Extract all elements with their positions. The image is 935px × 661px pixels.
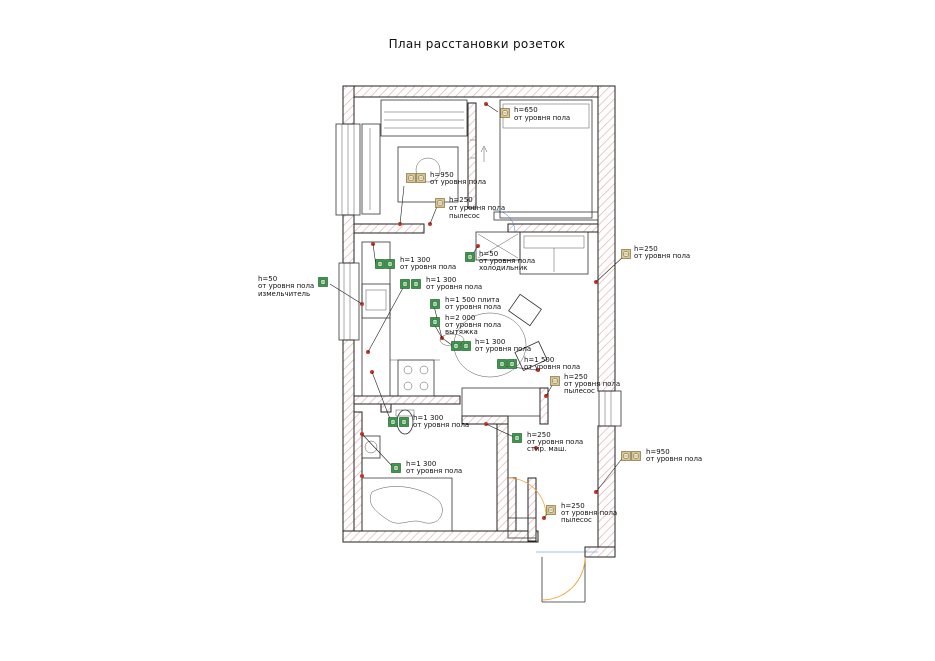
socket-icon	[465, 252, 475, 262]
socket-icon	[546, 505, 556, 515]
socket-icon	[621, 451, 631, 461]
socket-icon	[375, 259, 385, 269]
socket-icon	[461, 341, 471, 351]
socket-icon	[391, 463, 401, 473]
socket-icon	[385, 259, 395, 269]
socket-icon	[388, 417, 398, 427]
wall-markers	[360, 102, 598, 520]
socket-icon	[400, 279, 410, 289]
socket-icon	[411, 279, 421, 289]
socket-icon	[500, 108, 510, 118]
socket-icon	[318, 277, 328, 287]
socket-icon	[631, 451, 641, 461]
socket-icon	[621, 249, 631, 259]
leader-lines	[329, 103, 625, 519]
window-right	[598, 390, 622, 427]
socket-icon	[399, 417, 409, 427]
window-middle-left	[338, 262, 360, 341]
socket-icon	[451, 341, 461, 351]
window-upper-left	[335, 123, 361, 216]
socket-icon	[550, 376, 560, 386]
socket-icon	[497, 359, 507, 369]
kitchen-furniture	[361, 231, 589, 417]
bedroom-furniture	[361, 99, 599, 221]
socket-icon	[416, 173, 426, 183]
socket-icon	[430, 317, 440, 327]
socket-icon	[435, 198, 445, 208]
socket-icon	[430, 299, 440, 309]
plan-title: План расстановки розеток	[389, 37, 566, 51]
socket-icon	[406, 173, 416, 183]
entrance-door	[492, 209, 598, 603]
socket-icon	[507, 359, 517, 369]
socket-icon	[512, 433, 522, 443]
